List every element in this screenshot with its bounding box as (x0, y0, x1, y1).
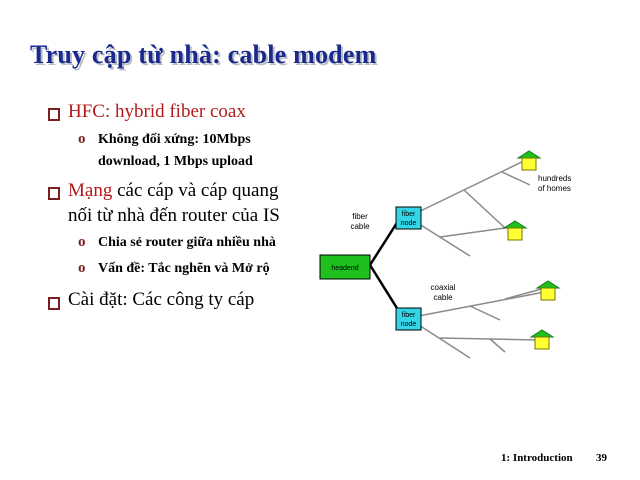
fiber-node-upper: fiber node (395, 206, 422, 230)
bullet-2-line-2: nối từ nhà đến router của IS (68, 205, 280, 226)
square-bullet-icon (48, 108, 60, 121)
house-icon (502, 220, 528, 241)
slide-content: HFC: hybrid fiber coax o Không đối xứng:… (0, 0, 308, 480)
bullet-2: Mạng các cáp và cáp quang (68, 180, 278, 202)
fiber-node-lower: fiber node (395, 307, 422, 331)
footer-chapter: 1: Introduction (501, 452, 573, 464)
fiber-node-upper-label-2: node (401, 220, 417, 227)
bullet-3: Cài đặt: Các công ty cáp (68, 289, 254, 311)
fiber-node-lower-label-2: node (401, 321, 417, 328)
bullet-1-highlight: HFC: hybrid fiber coax (68, 101, 246, 122)
sub-bullet-2a: Chia sẻ router giữa nhiều nhà (98, 235, 276, 250)
bullet-1: HFC: hybrid fiber coax (68, 101, 246, 123)
homes-label-2: of homes (538, 184, 571, 193)
fiber-node-upper-label-1: fiber (402, 211, 416, 218)
coax-tree-lower (407, 287, 556, 359)
sub-bullet-1-line-2: download, 1 Mbps upload (98, 154, 253, 169)
fiber-cable-label-2: cable (350, 222, 370, 231)
round-bullet-icon: o (78, 234, 86, 250)
round-bullet-icon: o (78, 131, 86, 147)
sub-bullet-2b: Vấn đề: Tắc nghẽn và Mở rộ (98, 261, 270, 276)
homes-label-1: hundreds (538, 174, 571, 183)
sub-bullet-1-line-1: Không đối xứng: 10Mbps (98, 132, 251, 147)
square-bullet-icon (48, 297, 60, 310)
house-icon (516, 150, 542, 171)
bullet-2-text: các cáp và cáp quang (112, 180, 279, 201)
bullet-3-text: Cài đặt: Các công ty cáp (68, 289, 255, 310)
headend-box: headend (319, 254, 371, 280)
footer-page-number: 39 (596, 452, 607, 464)
fiber-cables (368, 217, 402, 314)
headend-label: headend (331, 265, 358, 272)
fiber-node-lower-label-1: fiber (402, 312, 416, 319)
coaxial-cable-label-1: coaxial (431, 283, 456, 292)
house-icon (529, 329, 555, 350)
bullet-2-highlight: Mạng (68, 180, 113, 201)
slide-title: Truy cập từ nhà: cable modem (30, 40, 377, 69)
fiber-cable-label-1: fiber (352, 212, 368, 221)
coax-tree-upper (407, 157, 531, 257)
square-bullet-icon (48, 187, 60, 200)
house-icon (535, 280, 561, 301)
coaxial-cable-label-2: cable (433, 293, 453, 302)
round-bullet-icon: o (78, 260, 86, 276)
